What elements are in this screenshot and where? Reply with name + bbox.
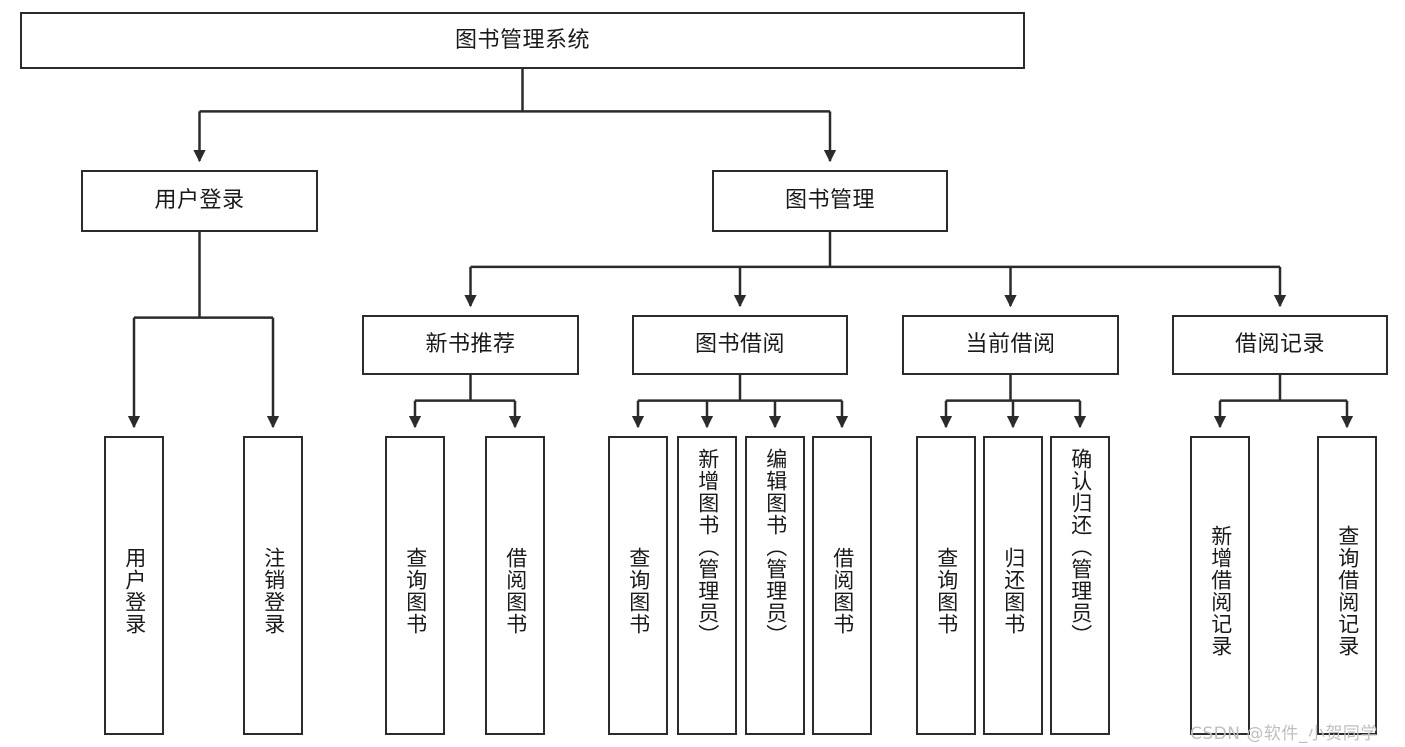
leaf-user-login-label: 用户登录 bbox=[122, 546, 147, 635]
leaf-logout[interactable]: 注销登录 bbox=[243, 436, 303, 735]
node-root[interactable]: 图书管理系统 bbox=[20, 12, 1025, 69]
leaf-borrow-books-recommend[interactable]: 借阅图书 bbox=[485, 436, 545, 735]
leaf-borrow-book-label: 借阅图书 bbox=[830, 546, 855, 635]
leaf-query-books-current[interactable]: 查询图书 bbox=[916, 436, 976, 735]
leaf-query-books-borrow-label: 查询图书 bbox=[626, 546, 651, 635]
node-new-book-recommend-label: 新书推荐 bbox=[425, 332, 516, 358]
leaf-query-books-recommend[interactable]: 查询图书 bbox=[385, 436, 445, 735]
node-book-borrow-label: 图书借阅 bbox=[694, 332, 785, 358]
leaf-query-borrow-record[interactable]: 查询借阅记录 bbox=[1317, 436, 1377, 735]
leaf-confirm-return[interactable]: 确认归还（管理员） bbox=[1050, 436, 1110, 735]
leaf-edit-book-label: 编辑图书（管理员） bbox=[763, 448, 788, 646]
node-root-label: 图书管理系统 bbox=[454, 27, 590, 53]
node-user-login[interactable]: 用户登录 bbox=[81, 170, 318, 232]
leaf-return-book-label: 归还图书 bbox=[1001, 546, 1026, 635]
leaf-add-borrow-record[interactable]: 新增借阅记录 bbox=[1190, 436, 1250, 735]
node-new-book-recommend[interactable]: 新书推荐 bbox=[362, 315, 579, 375]
leaf-add-book[interactable]: 新增图书（管理员） bbox=[677, 436, 737, 735]
leaf-user-login[interactable]: 用户登录 bbox=[104, 436, 164, 735]
node-borrow-record[interactable]: 借阅记录 bbox=[1172, 315, 1388, 375]
leaf-edit-book[interactable]: 编辑图书（管理员） bbox=[745, 436, 805, 735]
node-book-borrow[interactable]: 图书借阅 bbox=[632, 315, 848, 375]
leaf-query-books-borrow[interactable]: 查询图书 bbox=[608, 436, 668, 735]
node-book-manage[interactable]: 图书管理 bbox=[712, 170, 948, 232]
node-current-borrow[interactable]: 当前借阅 bbox=[902, 315, 1119, 375]
node-borrow-record-label: 借阅记录 bbox=[1234, 332, 1325, 358]
leaf-query-books-recommend-label: 查询图书 bbox=[403, 546, 428, 635]
watermark-text: CSDN @软件_小贺同学 bbox=[1190, 724, 1378, 744]
node-user-login-label: 用户登录 bbox=[154, 188, 245, 214]
leaf-borrow-book[interactable]: 借阅图书 bbox=[812, 436, 872, 735]
leaf-add-borrow-record-label: 新增借阅记录 bbox=[1208, 524, 1233, 657]
leaf-borrow-books-recommend-label: 借阅图书 bbox=[503, 546, 528, 635]
leaf-return-book[interactable]: 归还图书 bbox=[983, 436, 1043, 735]
node-current-borrow-label: 当前借阅 bbox=[965, 332, 1056, 358]
node-book-manage-label: 图书管理 bbox=[784, 188, 875, 214]
leaf-logout-label: 注销登录 bbox=[261, 546, 286, 635]
leaf-query-borrow-record-label: 查询借阅记录 bbox=[1335, 524, 1360, 657]
leaf-confirm-return-label: 确认归还（管理员） bbox=[1068, 448, 1093, 646]
leaf-query-books-current-label: 查询图书 bbox=[934, 546, 959, 635]
leaf-add-book-label: 新增图书（管理员） bbox=[695, 448, 720, 646]
